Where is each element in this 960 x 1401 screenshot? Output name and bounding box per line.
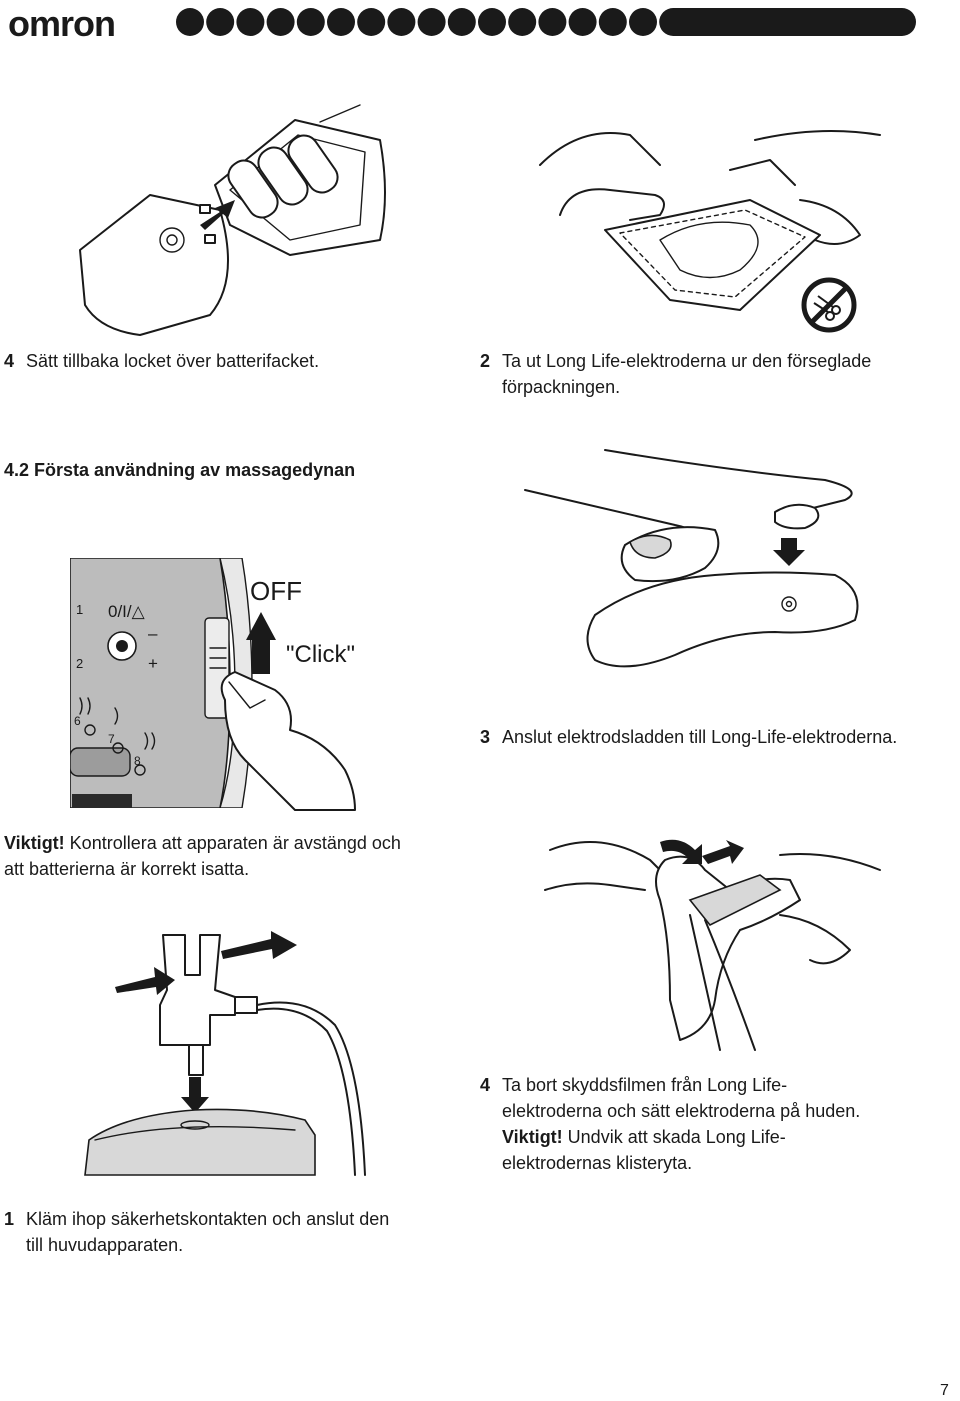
warning-label: Viktigt! <box>502 1127 563 1147</box>
step-number: 4 <box>480 1075 491 1095</box>
header-dot <box>176 8 204 36</box>
section-number: 4.2 <box>4 460 30 480</box>
battery-cover-illustration <box>79 104 386 336</box>
header-dot <box>629 8 657 36</box>
header-dot <box>417 8 446 36</box>
finger-illustration <box>220 671 356 811</box>
header-dot <box>568 8 597 36</box>
top-right-caption: 2 Ta ut Long Life-elektroderna ur den för… <box>480 348 950 400</box>
open-package-illustration <box>539 130 881 311</box>
step-text: elektrodernas klisteryta. <box>502 1153 693 1173</box>
connector-illustration <box>84 931 366 1176</box>
warning-text: Kontrollera att apparaten är avstängd oc… <box>64 833 401 853</box>
step3-caption: 3 Anslut elektrodsladden till Long-Life-e… <box>480 724 950 750</box>
header-dot <box>478 8 506 36</box>
electrode-connect-illustration <box>524 449 859 668</box>
step-text: till huvudapparaten. <box>26 1235 184 1255</box>
page-number: 7 <box>940 1382 949 1399</box>
step-text: Undvik att skada Long Life- <box>562 1127 786 1147</box>
header-dot <box>236 8 265 36</box>
header-dot <box>538 8 567 36</box>
step1-caption: 1 Kläm ihop säkerhetskontakten och anslut… <box>4 1206 474 1258</box>
header-dot <box>508 8 537 36</box>
warning-note: Viktigt! Kontrollera att apparaten är av… <box>4 830 464 882</box>
no-scissors-icon <box>801 277 857 333</box>
step-number: 2 <box>480 351 491 371</box>
section-title: Första användning av massagedynan <box>34 460 356 480</box>
top-left-caption: 4 Sätt tillbaka locket över batterifacket… <box>4 348 424 374</box>
brand-logo: omron <box>8 3 116 44</box>
header-dot <box>327 8 355 36</box>
header-dot <box>447 8 476 36</box>
step-text: Anslut elektrodsladden till Long-Life-el… <box>502 727 898 747</box>
step-number: 1 <box>4 1209 15 1229</box>
step-text: Ta ut Long Life-elektroderna ur den förs… <box>502 351 872 371</box>
header-dot <box>206 8 235 36</box>
peel-film-illustration <box>544 839 881 1051</box>
step-text: förpackningen. <box>502 377 621 397</box>
mode-label-6: 6 <box>74 714 81 728</box>
step-number: 4 <box>4 351 15 371</box>
step-text: Sätt tillbaka locket över batterifacket. <box>26 351 320 371</box>
off-label: OFF <box>250 576 302 606</box>
step-text: elektroderna och sätt elektroderna på hu… <box>502 1101 861 1121</box>
step-text: Kläm ihop säkerhetskontakten och anslut … <box>26 1209 390 1229</box>
port-label-2: 2 <box>76 656 84 671</box>
header-dot <box>266 8 295 36</box>
minus-label: – <box>148 624 158 643</box>
header-dot <box>296 8 325 36</box>
port-label-1: 1 <box>76 602 84 617</box>
step-number: 3 <box>480 727 491 747</box>
header-dot-band <box>176 8 916 36</box>
plus-label: + <box>148 654 158 673</box>
header-bar <box>659 8 916 36</box>
rotate-arrow-icon <box>246 612 276 674</box>
warning-text: att batterierna är korrekt isatta. <box>4 859 250 879</box>
step4b-caption: 4 Ta bort skyddsfilmen från Long Life- el… <box>480 1072 950 1176</box>
warning-label: Viktigt! <box>4 833 65 853</box>
mode-label-8: 8 <box>134 754 141 768</box>
battery-icon <box>227 134 339 219</box>
mode-label-7: 7 <box>108 732 115 746</box>
step-text: Ta bort skyddsfilmen från Long Life- <box>502 1075 788 1095</box>
header-dot <box>387 8 416 36</box>
section-heading: 4.2 Första användning av massagedynan <box>4 457 355 483</box>
switch-label: 0/I/△ <box>108 602 145 621</box>
header-dot <box>357 8 386 36</box>
click-label: "Click" <box>286 641 356 668</box>
header-dot <box>598 8 627 36</box>
